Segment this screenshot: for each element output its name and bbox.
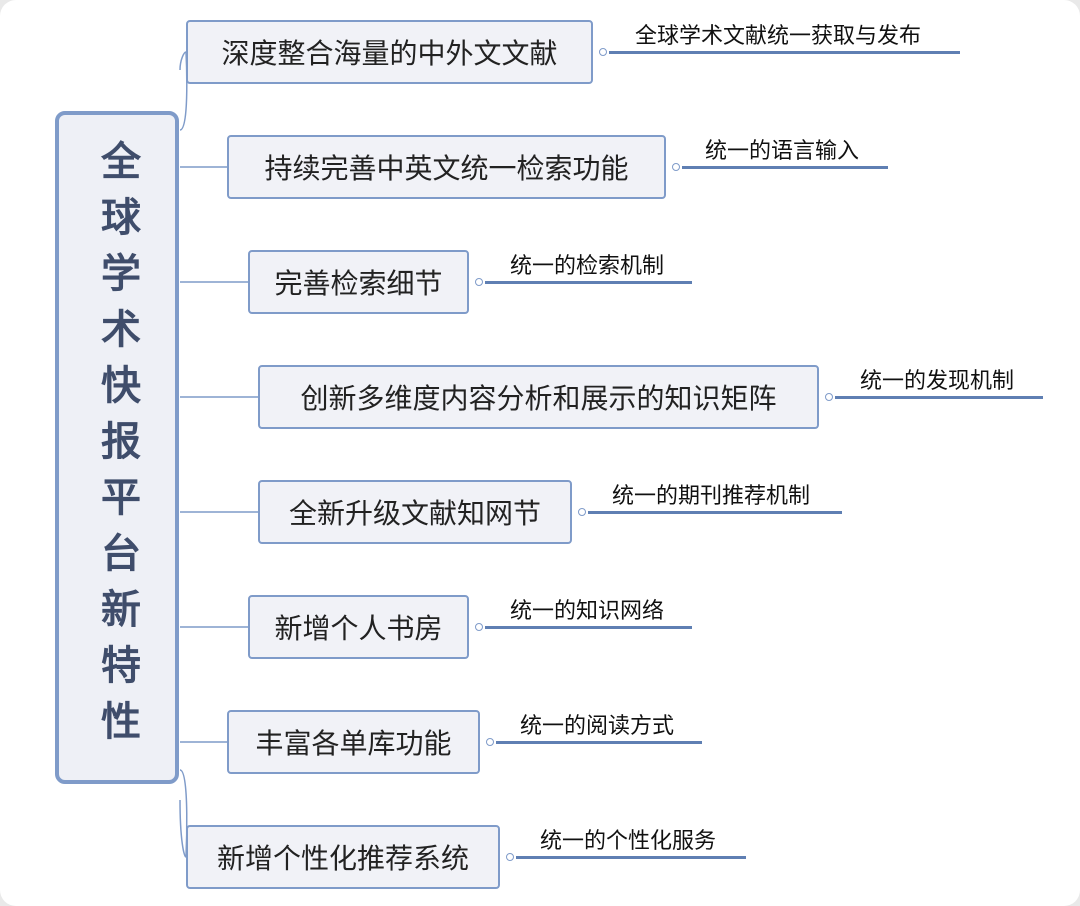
leaf-underline xyxy=(516,856,746,859)
branch-node[interactable]: 全新升级文献知网节 xyxy=(258,480,572,544)
leaf-node[interactable]: 统一的语言输入 xyxy=(705,139,860,164)
branch-label: 深度整合海量的中外文文献 xyxy=(221,37,558,70)
leaf-node[interactable]: 统一的个性化服务 xyxy=(540,829,717,854)
collapse-knob-icon[interactable] xyxy=(599,48,607,56)
branch-node[interactable]: 新增个性化推荐系统 xyxy=(186,825,500,889)
leaf-underline xyxy=(485,281,692,284)
leaf-underline xyxy=(835,396,1043,399)
collapse-knob-icon[interactable] xyxy=(506,853,514,861)
collapse-knob-icon[interactable] xyxy=(475,278,483,286)
spine-connector xyxy=(179,51,187,858)
branch-label: 完善检索细节 xyxy=(274,267,443,300)
branch-node[interactable]: 丰富各单库功能 xyxy=(227,710,480,774)
leaf-node[interactable]: 统一的知识网络 xyxy=(510,599,665,624)
branch-node[interactable]: 持续完善中英文统一检索功能 xyxy=(227,135,666,199)
collapse-knob-icon[interactable] xyxy=(672,163,680,171)
leaf-node[interactable]: 统一的阅读方式 xyxy=(520,714,675,739)
branch-node[interactable]: 深度整合海量的中外文文献 xyxy=(186,20,593,84)
branch-label: 新增个性化推荐系统 xyxy=(216,842,469,875)
leaf-underline xyxy=(485,626,692,629)
collapse-knob-icon[interactable] xyxy=(475,623,483,631)
root-title: 全球学术快报平台新特性 xyxy=(94,139,140,756)
leaf-underline xyxy=(609,51,960,54)
branch-label: 丰富各单库功能 xyxy=(255,727,452,760)
leaf-node[interactable]: 统一的期刊推荐机制 xyxy=(612,484,811,509)
leaf-underline xyxy=(682,166,888,169)
leaf-underline xyxy=(588,511,842,514)
branch-node[interactable]: 创新多维度内容分析和展示的知识矩阵 xyxy=(258,365,819,429)
collapse-knob-icon[interactable] xyxy=(486,738,494,746)
branch-label: 持续完善中英文统一检索功能 xyxy=(264,152,629,185)
root-node[interactable]: 全球学术快报平台新特性 xyxy=(55,111,179,784)
leaf-node[interactable]: 全球学术文献统一获取与发布 xyxy=(635,24,922,49)
branch-label: 创新多维度内容分析和展示的知识矩阵 xyxy=(300,382,777,415)
leaf-node[interactable]: 统一的发现机制 xyxy=(860,369,1015,394)
branch-label: 全新升级文献知网节 xyxy=(288,497,541,530)
collapse-knob-icon[interactable] xyxy=(578,508,586,516)
collapse-knob-icon[interactable] xyxy=(825,393,833,401)
leaf-underline xyxy=(496,741,702,744)
leaf-node[interactable]: 统一的检索机制 xyxy=(510,254,665,279)
branch-label: 新增个人书房 xyxy=(274,612,443,645)
branch-node[interactable]: 新增个人书房 xyxy=(248,595,469,659)
branch-node[interactable]: 完善检索细节 xyxy=(248,250,469,314)
